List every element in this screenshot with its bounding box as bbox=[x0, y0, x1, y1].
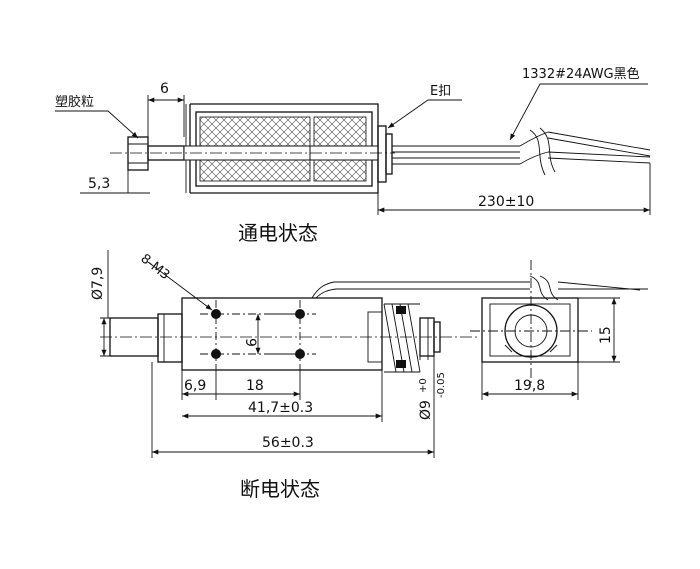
screw-hole bbox=[211, 349, 221, 359]
body bbox=[181, 297, 383, 371]
dim-plunger-dia: Ø7,9 bbox=[90, 267, 106, 300]
dim-end-width: 19,8 bbox=[514, 378, 545, 394]
caption-energized: 通电状态 bbox=[238, 221, 318, 245]
dim-total-length: 56±0.3 bbox=[262, 435, 314, 451]
e-clip bbox=[377, 125, 387, 183]
label-wire-spec: 1332#24AWG黑色 bbox=[522, 66, 640, 82]
dim-bead-dia: 5,3 bbox=[88, 176, 110, 192]
dim-lead-length: 230±10 bbox=[478, 194, 534, 210]
screw-hole bbox=[211, 309, 221, 319]
deenergized-view: 8-M3 Ø7,9 9 6,9 18 41,7±0.3 56±0.3 Ø9 +0 bbox=[90, 250, 648, 501]
energized-view: 6 5,3 230±10 塑胶粒 E扣 1332#24AWG黑色 通电状态 bbox=[55, 66, 651, 245]
caption-deenergized: 断电状态 bbox=[240, 477, 320, 501]
end-housing bbox=[481, 297, 579, 363]
return-spring bbox=[367, 303, 421, 373]
dim-shaft-dia: Ø9 bbox=[418, 400, 434, 420]
plastic-bead bbox=[127, 136, 149, 171]
end-view: 15 19,8 bbox=[470, 260, 620, 400]
label-e-clip: E扣 bbox=[430, 84, 451, 99]
dim-body-length: 41,7±0.3 bbox=[248, 400, 313, 416]
dim-end-height: 15 bbox=[598, 326, 614, 344]
label-plastic-bead: 塑胶粒 bbox=[55, 94, 94, 110]
dim-hole-pitch: 18 bbox=[246, 378, 264, 394]
dim-gap: 6 bbox=[160, 81, 169, 97]
dim-shaft-tol-lower: -0.05 bbox=[436, 372, 447, 398]
dim-hole-offset: 6,9 bbox=[184, 378, 206, 394]
lead-wires bbox=[392, 127, 651, 176]
dim-hole-spacing: 9 bbox=[242, 338, 258, 347]
dim-shaft-tol-upper: +0 bbox=[418, 378, 429, 393]
